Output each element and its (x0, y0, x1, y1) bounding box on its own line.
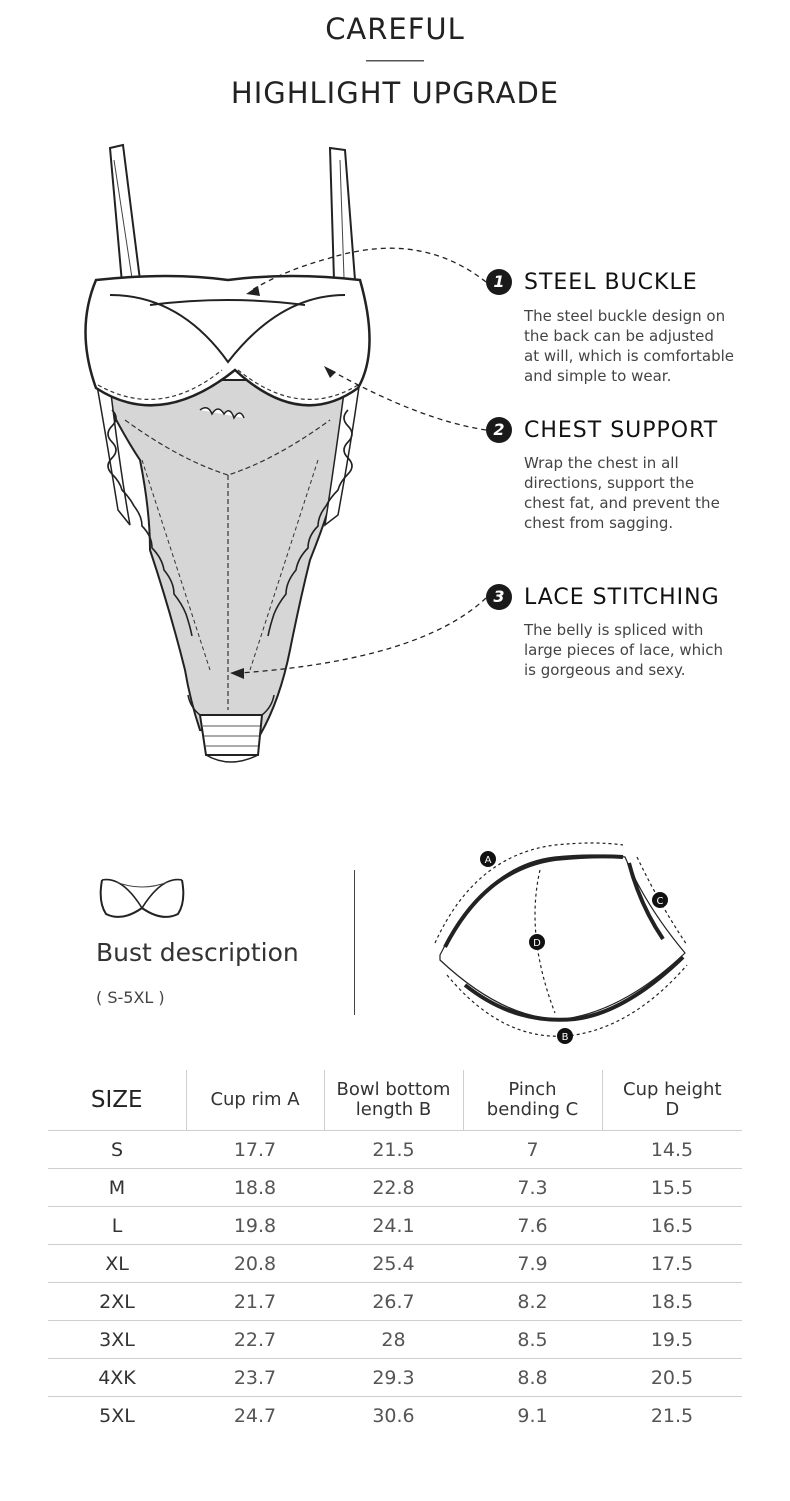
table-cell: 9.1 (517, 1404, 548, 1427)
table-cell: 15.5 (602, 1168, 742, 1207)
size-cell: 2XL (48, 1282, 186, 1321)
title-divider (366, 60, 424, 62)
header-cup-rim: Cup rim A (185, 1070, 324, 1131)
table-cell: 24.7 (233, 1404, 277, 1427)
table-cell: 21.5 (650, 1404, 694, 1427)
feature-description: The belly is spliced with large pieces o… (524, 621, 724, 679)
size-cell: XL (48, 1244, 186, 1283)
table-cell: 22.7 (186, 1320, 324, 1359)
feature-title-lace-stitching: LACE STITCHING (524, 585, 720, 610)
table-cell: 20.5 (602, 1358, 742, 1397)
table-cell: 14.5 (602, 1130, 742, 1169)
size-cell: 3XL (48, 1320, 186, 1359)
table-cell: 7 (463, 1130, 602, 1169)
table-row: L 19.8 24.1 7.6 16.5 (48, 1206, 742, 1245)
table-cell: 7.6 (463, 1206, 602, 1245)
table-cell: 23.7 (186, 1358, 324, 1397)
table-cell: 29.3 (324, 1358, 463, 1397)
table-row: M 18.8 22.8 7.3 15.5 (48, 1168, 742, 1207)
header-size: SIZE (48, 1070, 186, 1131)
table-cell: 20.8 (186, 1244, 324, 1283)
table-row: 3XL 22.7 28 8.5 19.5 (48, 1320, 742, 1359)
table-row: S 17.7 21.5 7 14.5 (48, 1130, 742, 1169)
table-row: 4XK 23.7 29.3 8.8 20.5 (48, 1358, 742, 1397)
label-c-badge: C (652, 892, 668, 908)
table-row: 2XL 21.7 26.7 8.2 18.5 (48, 1282, 742, 1321)
feature-number-badge: 2 (486, 417, 512, 443)
bodysuit-illustration (84, 143, 487, 763)
table-cell: 8.5 (463, 1320, 602, 1359)
table-cell: 17.5 (602, 1244, 742, 1283)
feature-number-badge: 1 (486, 269, 512, 295)
table-cell: 19.8 (186, 1206, 324, 1245)
table-cell: 25.4 (324, 1244, 463, 1283)
svg-text:B: B (562, 1032, 569, 1043)
feature-number-badge: 3 (486, 584, 512, 610)
table-cell: 21.5 (324, 1130, 463, 1169)
table-cell: 8.8 (463, 1358, 602, 1397)
size-cell: 4XK (48, 1358, 186, 1397)
table-cell: 16.5 (602, 1206, 742, 1245)
table-row: XL 20.8 25.4 7.9 17.5 (48, 1244, 742, 1283)
label-b-badge: B (557, 1028, 573, 1044)
label-d-badge: D (529, 934, 545, 950)
table-cell: 22.8 (324, 1168, 463, 1207)
table-cell: 17.7 (186, 1130, 324, 1169)
svg-text:D: D (533, 938, 541, 949)
table-cell: 24.1 (324, 1206, 463, 1245)
table-cell: 8.2 (463, 1282, 602, 1321)
table-cell: 30.6 (372, 1404, 415, 1427)
bust-size-range: ( S-5XL ) (96, 988, 165, 1007)
svg-text:C: C (657, 896, 664, 907)
table-cell: 19.5 (602, 1320, 742, 1359)
bra-icon (99, 878, 185, 918)
svg-text:A: A (485, 855, 492, 866)
table-cell: 7.3 (463, 1168, 602, 1207)
section-divider (354, 870, 355, 1015)
table-cell: 18.5 (602, 1282, 742, 1321)
size-cell: L (48, 1206, 186, 1245)
feature-description: Wrap the chest in all directions, suppor… (524, 454, 720, 532)
table-cell: 21.7 (186, 1282, 324, 1321)
label-a-badge: A (480, 851, 496, 867)
table-cell: 28 (324, 1320, 463, 1359)
size-cell: 5XL (99, 1404, 135, 1427)
feature-title-chest-support: CHEST SUPPORT (524, 418, 719, 443)
table-cell: 18.8 (186, 1168, 324, 1207)
page-title: CAREFUL (325, 12, 465, 46)
cup-measurement-diagram: A B C D (434, 842, 688, 1044)
size-cell: M (48, 1168, 186, 1207)
table-cell: 7.9 (463, 1244, 602, 1283)
size-cell: S (48, 1130, 186, 1169)
bust-description-label: Bust description (96, 938, 299, 967)
page-subtitle: HIGHLIGHT UPGRADE (230, 76, 560, 110)
table-row: 5XL 24.7 30.6 9.1 21.5 (48, 1397, 742, 1435)
feature-description: The steel buckle design on the back can … (524, 307, 735, 385)
table-cell: 26.7 (324, 1282, 463, 1321)
feature-title-steel-buckle: STEEL BUCKLE (524, 270, 698, 295)
